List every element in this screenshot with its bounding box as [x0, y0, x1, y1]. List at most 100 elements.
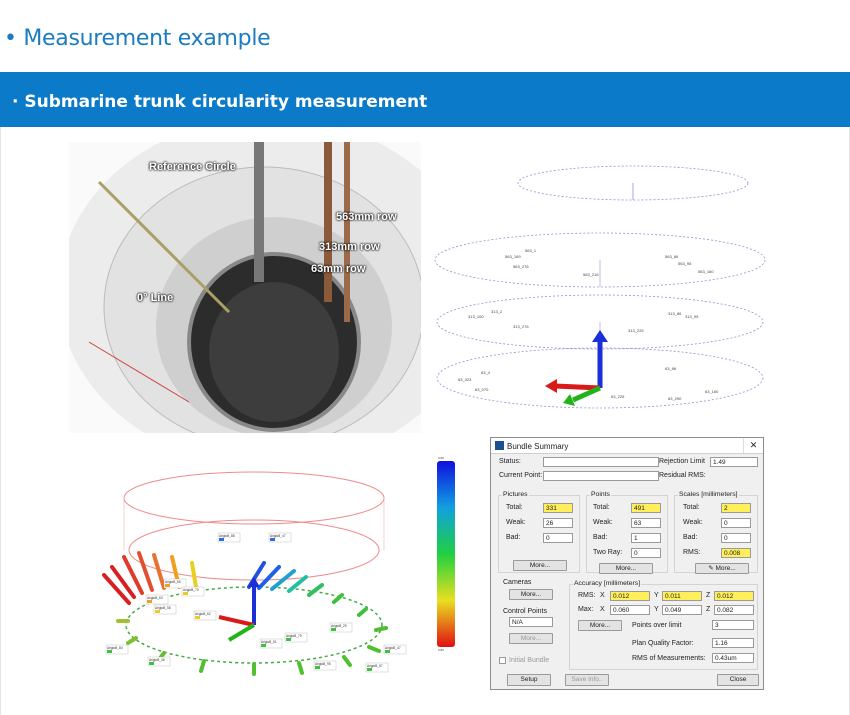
setup-button[interactable]: Setup	[507, 674, 551, 686]
svg-text:ArigloB_36: ArigloB_36	[149, 658, 165, 662]
save-info-button[interactable]: Save Info..	[565, 674, 609, 686]
vector-tag: ArigloB_47	[268, 532, 292, 543]
svg-text:ArigloB_70: ArigloB_70	[183, 588, 199, 592]
vector-tag: ArigloB_58	[153, 604, 177, 615]
pictures-group: Pictures Total: 331 Weak: 26 Bad: 0 More…	[498, 491, 580, 573]
pictures-bad-label: Bad:	[506, 534, 521, 541]
rms-measurements-field: 0.43um	[712, 653, 754, 663]
scales-more-button[interactable]: ✎ More...	[695, 563, 749, 574]
vector-tag: ArigloB_65	[163, 578, 187, 589]
deviation-colorbar: 3.60 0.80	[435, 456, 461, 652]
wire-label: 563_1	[525, 248, 537, 253]
points-group: Points Total: 491 Weak: 63 Bad: 1 Two Ra…	[586, 491, 668, 574]
points-weak-field: 63	[631, 518, 661, 528]
banner-title: · Submarine trunk circularity measuremen…	[0, 72, 850, 127]
wire-label: 63_86	[665, 366, 677, 371]
photo-label-reference-circle: Reference Circle	[149, 161, 236, 173]
rejection-limit-label: Rejection Limit	[659, 458, 705, 465]
accuracy-max-label: Max:	[578, 606, 594, 613]
wire-label: 313_86	[668, 311, 682, 316]
wire-label: 563_86	[665, 254, 679, 259]
control-points-field: N/A	[509, 617, 553, 627]
points-over-limit-field: 3	[712, 620, 754, 630]
vector-tag: ArigloB_47	[383, 644, 407, 655]
close-button[interactable]: Close	[717, 674, 759, 686]
points-tworay-label: Two Ray:	[593, 549, 623, 556]
cameras-more-button[interactable]: More...	[509, 589, 553, 600]
dialog-title: Bundle Summary	[507, 442, 569, 451]
pictures-weak-field: 26	[543, 518, 573, 528]
accuracy-max-y-label: Y	[654, 606, 659, 613]
accuracy-rms-y-field: 0.011	[662, 591, 702, 601]
points-total-label: Total:	[593, 504, 610, 511]
scales-group: Scales [millimeters] Total: 2 Weak: 0 Ba…	[674, 491, 758, 574]
section-title: • Measurement example	[4, 26, 271, 51]
photo-label-313: 313mm row	[319, 241, 380, 253]
scales-more-label: More...	[715, 565, 736, 572]
plan-quality-field: 1.16	[712, 638, 754, 648]
cameras-title: Cameras	[503, 579, 532, 586]
pictures-total-label: Total:	[506, 504, 523, 511]
points-bad-field: 1	[631, 533, 661, 543]
accuracy-more-button[interactable]: More...	[578, 620, 622, 631]
pictures-weak-label: Weak:	[506, 519, 526, 526]
svg-text:ArigloB_63: ArigloB_63	[147, 596, 163, 600]
colorbar-max: 3.60	[438, 456, 444, 460]
wire-label: 313_276	[513, 324, 529, 329]
points-bad-label: Bad:	[593, 534, 608, 541]
wire-label: 63_160	[705, 389, 719, 394]
accuracy-z-label: Z	[706, 592, 711, 599]
scales-rms-field: 0.008	[721, 548, 751, 558]
scales-total-field: 2	[721, 503, 751, 513]
accuracy-max-x-field: 0.060	[610, 605, 650, 615]
wire-label: 563_216	[583, 272, 599, 277]
accuracy-y-label: Y	[654, 592, 659, 599]
vector-tag: ArigloB_51	[259, 638, 283, 649]
vector-tag: ArigloB_70	[181, 586, 205, 597]
accuracy-max-x-label: X	[600, 606, 605, 613]
svg-text:ArigloB_62: ArigloB_62	[195, 612, 211, 616]
scales-weak-field: 0	[721, 518, 751, 528]
plan-quality-label: Plan Quality Factor:	[632, 640, 694, 647]
rejection-limit-input[interactable]: 1.49	[710, 457, 758, 467]
status-field	[543, 457, 659, 467]
vector-tag: ArigloB_29	[329, 622, 353, 633]
svg-text:ArigloB_79: ArigloB_79	[286, 634, 302, 638]
initial-bundle-label: Initial Bundle	[509, 657, 550, 664]
wire-label: 63_323	[458, 377, 472, 382]
pictures-more-button[interactable]: More...	[513, 560, 567, 571]
colorbar-min: 0.80	[438, 648, 444, 652]
vector-tag: ArigloB_88	[217, 532, 241, 543]
scales-bad-label: Bad:	[683, 534, 698, 541]
initial-bundle-checkbox[interactable]	[499, 657, 506, 664]
current-point-label: Current Point:	[499, 472, 543, 479]
svg-text:ArigloB_47: ArigloB_47	[270, 534, 286, 538]
scales-total-label: Total:	[683, 504, 700, 511]
app-logo-icon	[495, 441, 504, 450]
vector-axis-triad-icon	[218, 577, 260, 642]
vector-tag: ArigloB_63	[145, 594, 169, 605]
scales-rms-label: RMS:	[683, 549, 701, 556]
accuracy-group-title: Accuracy [millimeters]	[573, 580, 642, 587]
points-over-limit-label: Points over limit	[632, 622, 682, 629]
points-more-button[interactable]: More...	[599, 563, 653, 574]
ring-wireframe: 563_1 563_169 563_276 563_216 563_86 563…	[434, 165, 766, 409]
wire-label: 63_4	[481, 370, 491, 375]
accuracy-group: Accuracy [millimeters] RMS: X 0.012 Y 0.…	[569, 580, 758, 670]
vector-tag: ArigloB_95	[313, 660, 337, 671]
dialog-titlebar: Bundle Summary ✕	[491, 438, 763, 454]
svg-text:ArigloB_95: ArigloB_95	[315, 662, 331, 666]
scales-weak-label: Weak:	[683, 519, 703, 526]
current-point-field	[543, 471, 659, 481]
pictures-bad-field: 0	[543, 533, 573, 543]
deviation-vector-plot: ArigloB_88 ArigloB_47 ArigloB_65 ArigloB…	[102, 471, 407, 676]
close-icon[interactable]: ✕	[743, 438, 763, 453]
status-label: Status:	[499, 458, 521, 465]
photo-label-563: 563mm row	[336, 211, 397, 223]
pictures-total-field: 331	[543, 503, 573, 513]
svg-text:ArigloB_84: ArigloB_84	[107, 646, 123, 650]
wire-label: 313_100	[468, 314, 484, 319]
svg-text:ArigloB_29: ArigloB_29	[331, 624, 347, 628]
accuracy-max-z-label: Z	[706, 606, 711, 613]
control-points-more-button[interactable]: More...	[509, 633, 553, 644]
